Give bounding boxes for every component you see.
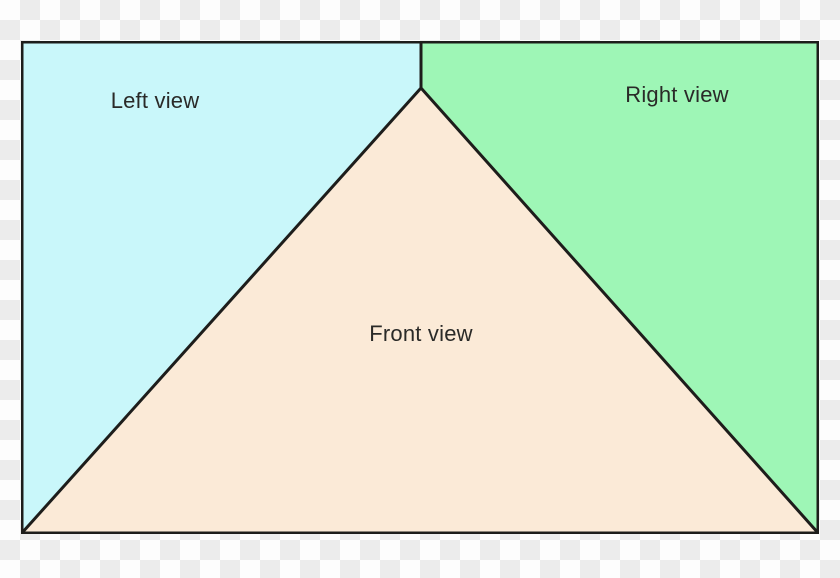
left-view-label: Left view bbox=[110, 88, 200, 113]
left-diagonal-line bbox=[21, 86, 423, 534]
three-views-diagram bbox=[21, 41, 819, 534]
front-view-label: Front view bbox=[369, 321, 473, 346]
right-view-label: Right view bbox=[625, 82, 729, 107]
front-view-region bbox=[21, 88, 819, 534]
diagram-outline bbox=[21, 41, 819, 534]
right-view-region bbox=[421, 41, 819, 534]
right-diagonal-line bbox=[419, 87, 819, 534]
left-view-region bbox=[21, 41, 421, 534]
